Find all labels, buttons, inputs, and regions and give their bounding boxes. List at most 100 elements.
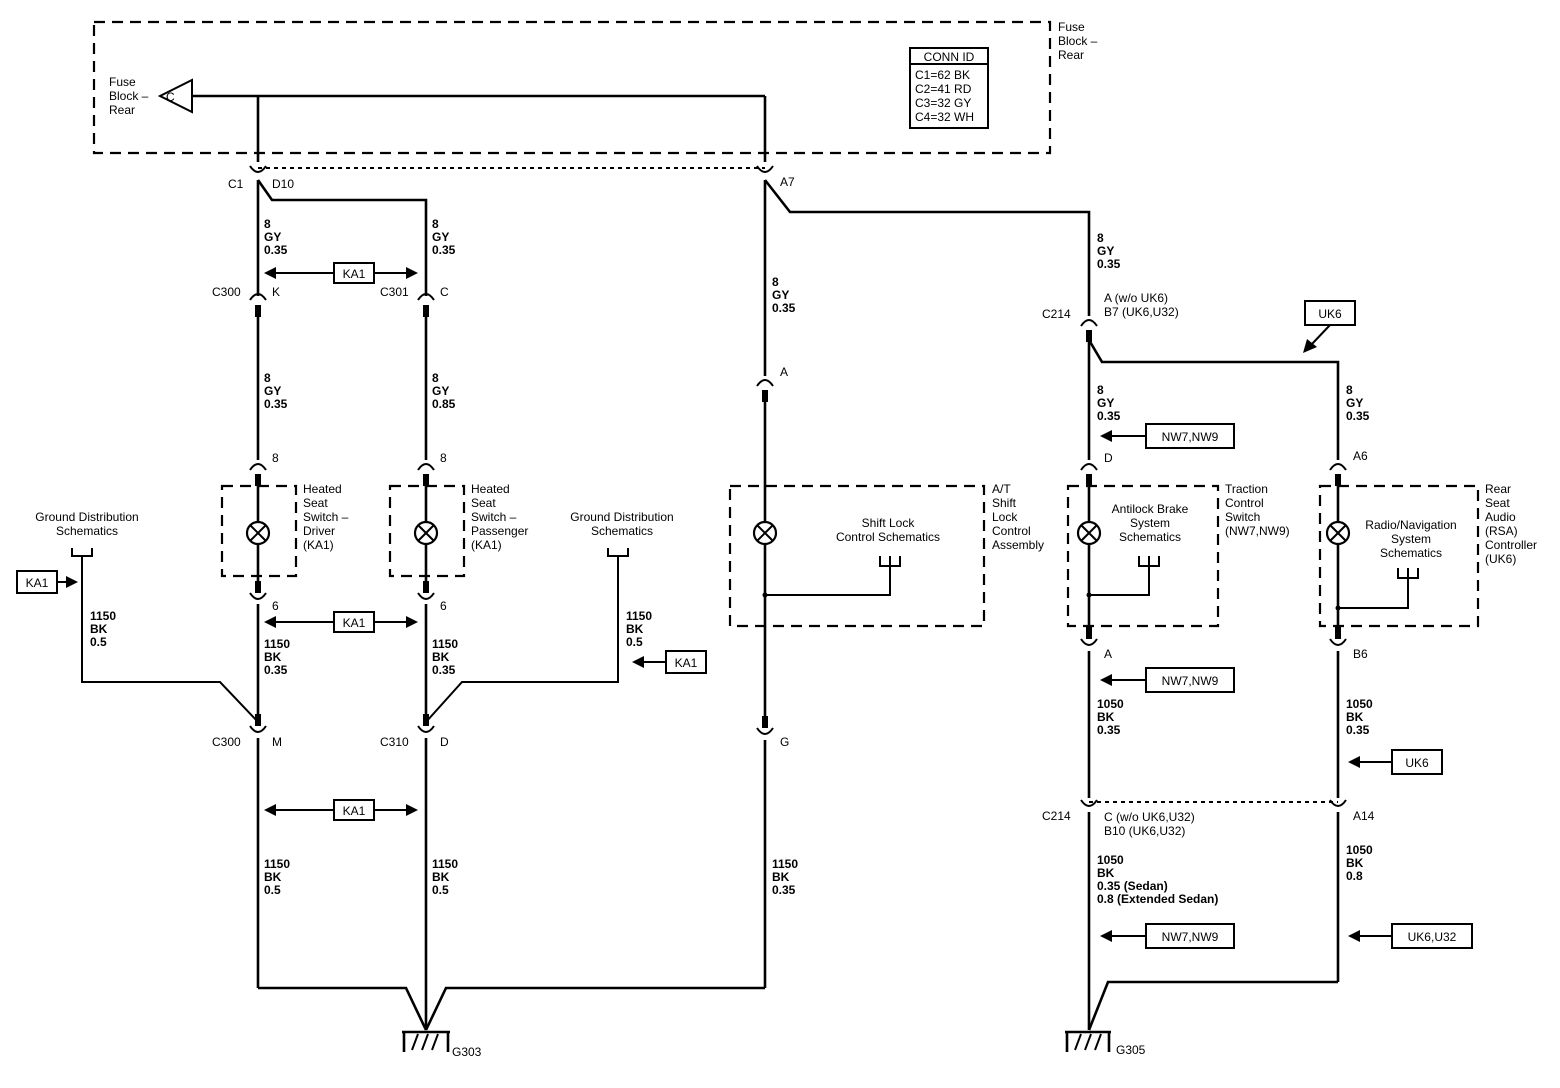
nw-bottom-tag: NW7,NW9 [1162, 930, 1219, 944]
component-outlines [220, 484, 1480, 628]
fuse-connector-triangle-icon [157, 78, 193, 114]
ka1-top-tag: KA1 [343, 267, 366, 281]
uk6u32-bottom-tag: UK6,U32 [1408, 930, 1457, 944]
connector-c300-bottom-pin: M [272, 735, 282, 749]
connector-a7: A7 [780, 175, 795, 189]
pin-abs-bottom: A [1104, 647, 1112, 661]
ground-g303-icon [402, 1030, 450, 1052]
ground-g305-label: G305 [1116, 1043, 1146, 1057]
ground-g303-label: G303 [452, 1045, 482, 1059]
connector-c214-bottom-pins: C (w/o UK6,U32) B10 (UK6,U32) [1104, 810, 1198, 838]
pin-rsa-top: A6 [1353, 449, 1368, 463]
pin-pass-top: 8 [440, 451, 447, 465]
connector-a14: A14 [1353, 809, 1375, 823]
uk6-top-tag: UK6 [1318, 307, 1342, 321]
ka1-bottom-tag: KA1 [343, 804, 366, 818]
nw-mid-tag-box [1145, 667, 1235, 693]
uk6u32-bottom-arrow-icon [1348, 930, 1392, 942]
ka1-left-arrow-icon [57, 576, 78, 588]
pin-abs-top: D [1104, 451, 1113, 465]
schematic-reference-lines [71, 548, 1419, 611]
uk6u32-bottom-tag-box [1391, 923, 1473, 949]
fuse-block-left-label: Fuse Block – Rear [109, 75, 152, 117]
nw-bottom-tag-box [1145, 923, 1235, 949]
connector-shift-g: G [780, 735, 789, 749]
ka1-bottom-tag-box [333, 799, 375, 821]
lamp-passenger-icon [413, 520, 439, 546]
ka1-top-tag-box [333, 262, 375, 284]
ka1-bottom-double-arrow-icon [264, 804, 418, 816]
fuse-connector-letter: C [166, 90, 175, 104]
nw-mid-arrow-icon [1100, 674, 1146, 686]
conn-id-title: CONN ID [924, 50, 975, 64]
connector-c214-top: C214 [1042, 307, 1071, 321]
uk6-mid-tag: UK6 [1405, 756, 1429, 770]
nw-top-arrow-icon [1100, 430, 1146, 442]
ka1-right-tag: KA1 [675, 656, 698, 670]
conn-id-rows: C1=62 BK C2=41 RD C3=32 GY C4=32 WH [915, 68, 975, 124]
lamp-shift-lock-icon [752, 520, 778, 546]
lamp-rsa-icon [1325, 520, 1351, 546]
ka1-top-double-arrow-icon [264, 267, 418, 279]
connector-c214-bottom: C214 [1042, 809, 1071, 823]
uk6-mid-tag-box [1391, 749, 1443, 775]
pin-rsa-bottom: B6 [1353, 647, 1368, 661]
conn-id-table [909, 47, 989, 129]
connector-cups [249, 165, 1347, 807]
lamp-traction-icon [1076, 520, 1102, 546]
nw-mid-tag: NW7,NW9 [1162, 674, 1219, 688]
nw-top-tag-box [1145, 423, 1235, 449]
uk6-mid-arrow-icon [1348, 756, 1392, 768]
nw-top-tag: NW7,NW9 [1162, 430, 1219, 444]
wiring [81, 94, 1340, 1031]
nw-bottom-arrow-icon [1100, 930, 1146, 942]
pin-driver-bottom: 6 [272, 599, 279, 613]
ground-g305-icon [1065, 1030, 1111, 1052]
ka1-mid-double-arrow-icon [264, 616, 418, 628]
connector-c300-top: C300 [212, 285, 241, 299]
connector-d10: D10 [272, 177, 294, 191]
fuse-block-right-label: Fuse Block – Rear [1058, 20, 1101, 62]
connector-c300-top-pin: K [272, 285, 280, 299]
fuse-block-rear [92, 20, 1052, 155]
pin-pass-bottom: 6 [440, 599, 447, 613]
connector-c310-pin: D [440, 735, 449, 749]
connector-c1: C1 [228, 177, 244, 191]
connector-c310: C310 [380, 735, 409, 749]
connector-c301-pin: C [440, 285, 449, 299]
ka1-mid-tag: KA1 [343, 616, 366, 630]
connector-shift-a: A [780, 365, 788, 379]
uk6-top-arrow-icon [1303, 324, 1331, 353]
ka1-right-arrow-icon [632, 656, 666, 668]
ka1-mid-tag-box [333, 611, 375, 633]
ka1-right-tag-box [665, 650, 707, 674]
